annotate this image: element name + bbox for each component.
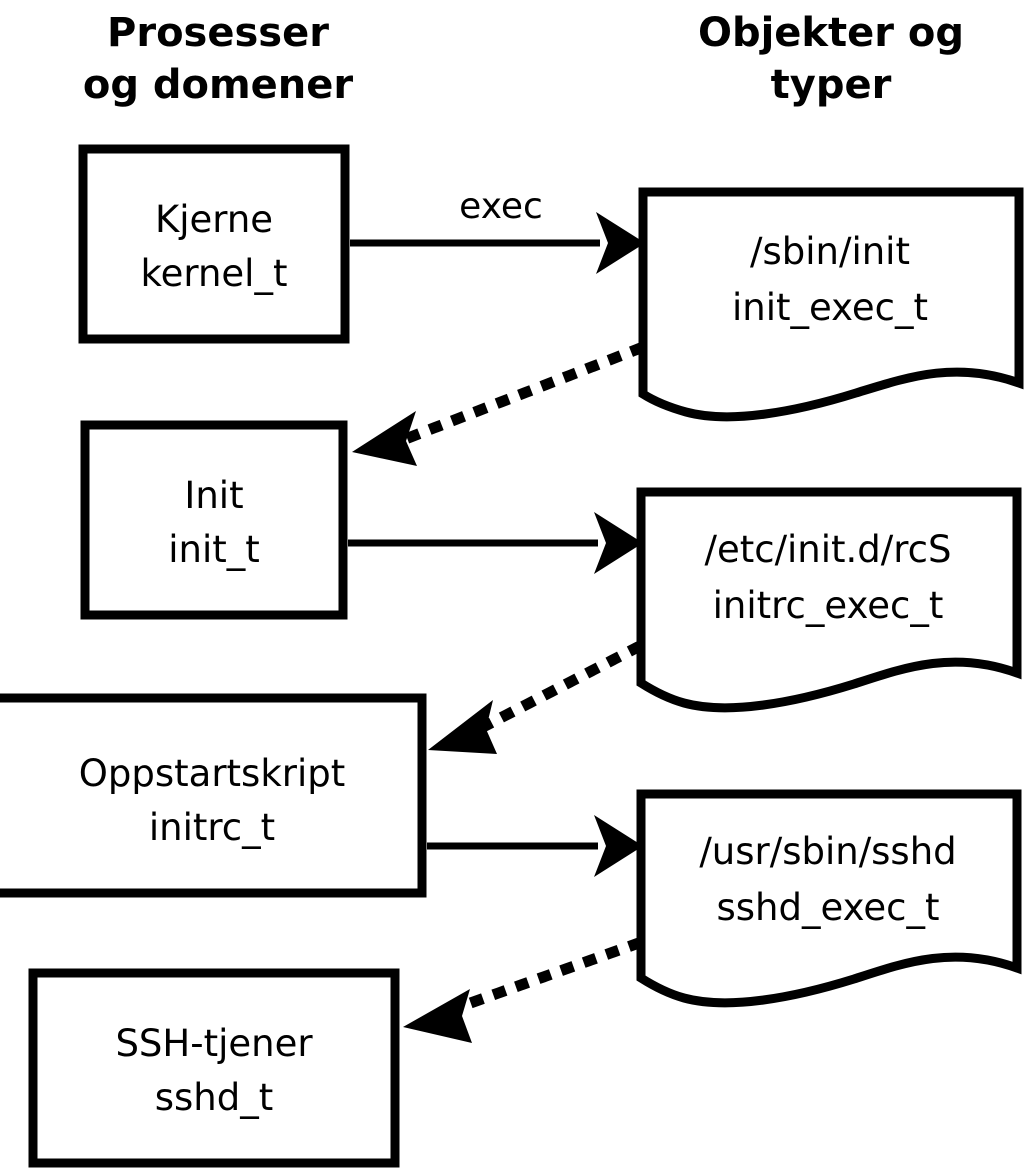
- arrowhead-init-exec: [594, 512, 643, 574]
- arrowhead-sshd_exec-transition: [403, 989, 472, 1043]
- node-sshd_exec[interactable]: /usr/sbin/sshd sshd_exec_t: [636, 789, 1022, 1008]
- column-heading-processes-line2: og domener: [83, 62, 354, 108]
- edge-init-exec-initrc_exec: [348, 512, 643, 574]
- node-init-line2: init_t: [168, 528, 260, 571]
- column-heading-processes: Prosesser og domener: [83, 10, 354, 108]
- node-sshd_exec-document-shape[interactable]: [636, 789, 1022, 1008]
- node-sshd-line1: SSH-tjener: [115, 1022, 313, 1065]
- node-sshd[interactable]: SSH-tjener sshd_t: [28, 968, 400, 1168]
- node-initrc[interactable]: Oppstartskript initrc_t: [0, 693, 427, 898]
- column-heading-objects-line1: Objekter og: [698, 10, 964, 56]
- node-init_exec-line1: /sbin/init: [750, 230, 910, 273]
- node-sshd_exec-line1: /usr/sbin/sshd: [699, 830, 956, 873]
- arrowhead-initrc-exec: [594, 815, 643, 877]
- node-kernel-line1: Kjerne: [155, 198, 273, 241]
- node-sshd-line2: sshd_t: [155, 1076, 274, 1119]
- node-initrc_exec-line1: /etc/init.d/rcS: [704, 528, 951, 571]
- edge-line-init_exec-transition: [400, 341, 646, 446]
- edge-kernel-exec-init_exec: exec: [350, 186, 645, 274]
- edge-initrc-exec-sshd_exec: [427, 815, 643, 877]
- node-kernel-box[interactable]: [78, 144, 350, 344]
- column-heading-objects: Objekter og typer: [698, 10, 964, 108]
- node-initrc-line1: Oppstartskript: [79, 752, 345, 795]
- column-heading-processes-line1: Prosesser: [107, 10, 329, 56]
- edge-line-sshd_exec-transition: [454, 936, 644, 1014]
- arrowhead-init_exec-transition: [352, 411, 417, 466]
- node-init[interactable]: Init init_t: [80, 420, 348, 620]
- edge-label-exec: exec: [459, 186, 543, 227]
- node-init-line1: Init: [184, 474, 243, 517]
- edge-initrc_exec-transition-initrc: [428, 640, 644, 754]
- edge-sshd_exec-transition-sshd: [403, 936, 644, 1043]
- node-kernel[interactable]: Kjerne kernel_t: [78, 144, 350, 344]
- node-sshd-box[interactable]: [28, 968, 400, 1168]
- node-init-box[interactable]: [80, 420, 348, 620]
- edge-init_exec-transition-init: [352, 341, 646, 466]
- edge-line-initrc_exec-transition: [477, 640, 644, 734]
- node-kernel-line2: kernel_t: [141, 252, 288, 295]
- node-initrc_exec-line2: initrc_exec_t: [713, 584, 944, 627]
- node-initrc-line2: initrc_t: [149, 806, 275, 849]
- node-init_exec[interactable]: /sbin/init init_exec_t: [638, 187, 1024, 422]
- node-initrc-box[interactable]: [0, 693, 427, 898]
- node-init_exec-document-shape[interactable]: [638, 187, 1024, 422]
- column-heading-objects-line2: typer: [771, 62, 892, 108]
- arrowhead-kernel-exec: [596, 212, 645, 274]
- node-init_exec-line2: init_exec_t: [732, 286, 928, 329]
- arrowhead-initrc_exec-transition: [428, 700, 497, 754]
- node-initrc_exec-document-shape[interactable]: [636, 487, 1022, 713]
- node-sshd_exec-line2: sshd_exec_t: [717, 886, 940, 929]
- node-initrc_exec[interactable]: /etc/init.d/rcS initrc_exec_t: [636, 487, 1022, 713]
